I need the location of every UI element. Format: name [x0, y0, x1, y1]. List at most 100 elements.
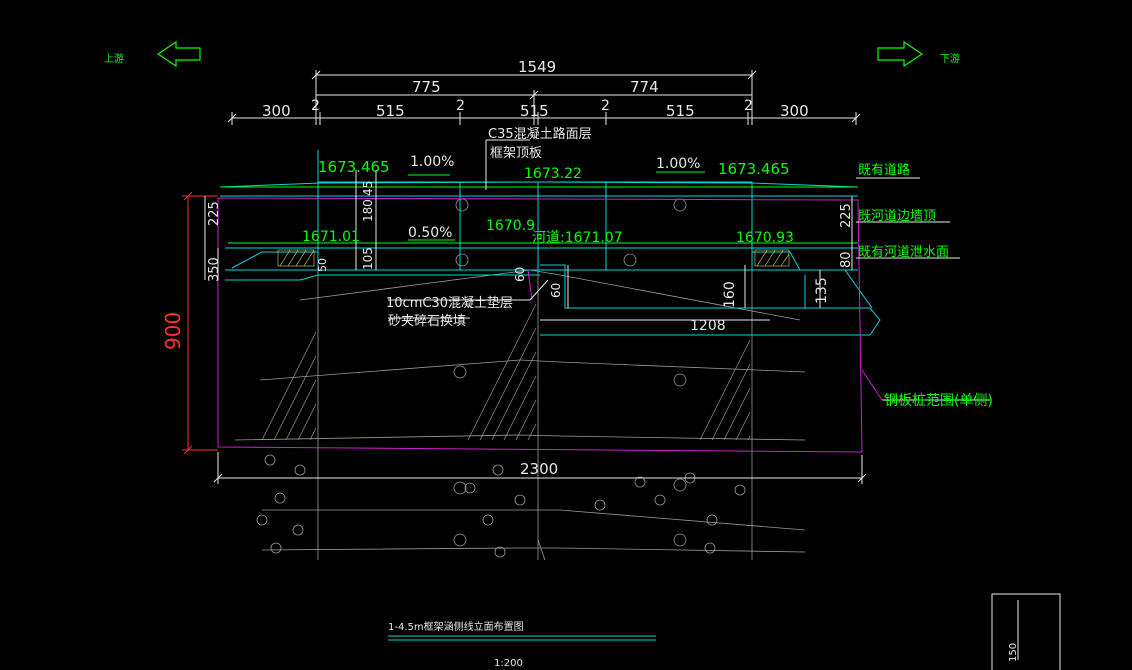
hatch-line	[735, 411, 751, 441]
hatch-line	[273, 355, 317, 441]
borehole-markers	[256, 198, 746, 558]
label-backfill: 砂夹碎石换填	[388, 314, 466, 329]
dim-h105: 105	[361, 247, 375, 270]
gravel-symbol	[294, 464, 306, 476]
gravel-symbol	[482, 514, 494, 526]
dimension-ticks	[213, 70, 867, 483]
elev-bot-left: 1671.01	[302, 229, 360, 245]
corner-frame	[991, 593, 1061, 670]
hatch-line	[261, 331, 317, 441]
gravel-symbol	[494, 546, 506, 558]
arrow-right-icon	[877, 40, 924, 68]
hatch-line	[699, 339, 751, 441]
abutments	[277, 249, 790, 267]
dim-outer-left: 300	[262, 102, 291, 120]
dim-wall-3: 2	[601, 98, 610, 114]
layer-marker	[673, 533, 687, 547]
dim-h60b: 60	[549, 283, 563, 298]
dim-h180: 180	[361, 199, 375, 222]
elev-top-left: 1673.465	[318, 158, 390, 176]
drawing-scale: 1:200	[494, 658, 523, 669]
hatch-line	[467, 303, 537, 441]
layer-marker	[673, 373, 687, 387]
label-existing-road: 既有道路	[858, 162, 910, 178]
title-underline	[388, 635, 656, 641]
gravel-symbol	[654, 494, 666, 506]
hatch-line	[285, 379, 317, 441]
arrow-left-icon	[156, 40, 201, 68]
label-frame-top: 框架顶板	[490, 146, 542, 161]
hatch-line	[479, 327, 537, 441]
hatch-line	[723, 387, 751, 441]
hatch-line	[711, 363, 751, 441]
downstream-label: 下游	[940, 52, 960, 65]
gravel-symbol	[292, 524, 304, 536]
dim-wall-1: 2	[311, 98, 320, 114]
dim-right-half: 774	[630, 78, 659, 96]
layer-marker	[453, 533, 467, 547]
layer-marker	[673, 198, 687, 212]
label-river-wall-top: 既河道边墙顶	[858, 209, 936, 224]
gravel-symbol	[274, 492, 286, 504]
dim-h50: 50	[316, 258, 329, 272]
gravel-symbol	[264, 454, 276, 466]
elev-river: 河道:1671.07	[532, 230, 623, 246]
gravel-symbol	[734, 484, 746, 496]
gravel-symbol	[706, 514, 718, 526]
gravel-symbol	[464, 482, 476, 494]
dim-total: 1549	[518, 58, 556, 76]
gravel-symbol	[514, 494, 526, 506]
layer-marker	[455, 253, 469, 267]
elev-top-mid: 1673.22	[524, 166, 582, 182]
dim-span-3: 515	[666, 102, 695, 120]
gravel-symbol	[270, 542, 282, 554]
dim-h225-left: 225	[207, 201, 222, 226]
label-pavement: C35混凝土路面层	[488, 126, 592, 142]
dim-h135: 135	[814, 277, 830, 304]
dimension-lines	[204, 70, 990, 484]
gravel-symbol	[704, 542, 716, 554]
dim-h225-right: 225	[839, 203, 854, 228]
layer-marker	[623, 253, 637, 267]
dim-h160: 160	[722, 281, 738, 308]
hatch-line	[297, 403, 317, 441]
gravel-symbol	[634, 476, 646, 488]
elev-bot-mid: 1670.9	[486, 218, 535, 234]
dim-left-half: 775	[412, 78, 441, 96]
sheet-pile-boundary	[217, 197, 883, 453]
frame-culvert	[219, 150, 881, 336]
gravel-symbol	[256, 514, 268, 526]
hatch-line	[515, 399, 537, 441]
layer-marker	[455, 198, 469, 212]
slope-inner: 0.50%	[408, 225, 452, 241]
dim-wall-2: 2	[456, 98, 465, 114]
layer-marker	[453, 481, 467, 495]
dim-outer-right: 300	[780, 102, 809, 120]
soil-hatching	[261, 303, 751, 441]
dim-h350-left: 350	[207, 257, 222, 282]
corner-dim: 150	[1008, 643, 1019, 662]
upstream-label: 上游	[104, 52, 124, 65]
layer-marker	[673, 478, 687, 492]
dim-span-2: 515	[520, 102, 549, 120]
label-sheet-pile: 钢板桩范围(单侧)	[884, 392, 993, 409]
label-flood-level: 既有河道泄水面	[858, 245, 949, 260]
dim-h45: 45	[361, 181, 375, 196]
gravel-symbol	[594, 499, 606, 511]
borehole-logs	[234, 198, 806, 561]
hatch-line	[309, 427, 317, 441]
hatch-line	[503, 375, 537, 441]
label-cushion: 10cmC30混凝土垫层	[386, 295, 513, 311]
dim-h80-right: 80	[839, 251, 854, 268]
elev-top-right: 1673.465	[718, 160, 790, 178]
layer-marker	[453, 365, 467, 379]
slope-left: 1.00%	[410, 154, 454, 170]
dim-bottom-total: 2300	[520, 460, 558, 478]
gravel-symbol	[492, 464, 504, 476]
slope-right: 1.00%	[656, 156, 700, 172]
dim-w1208: 1208	[690, 318, 726, 334]
hatch-line	[491, 351, 537, 441]
elevation-lines	[220, 171, 858, 244]
hatch-line	[527, 423, 537, 441]
